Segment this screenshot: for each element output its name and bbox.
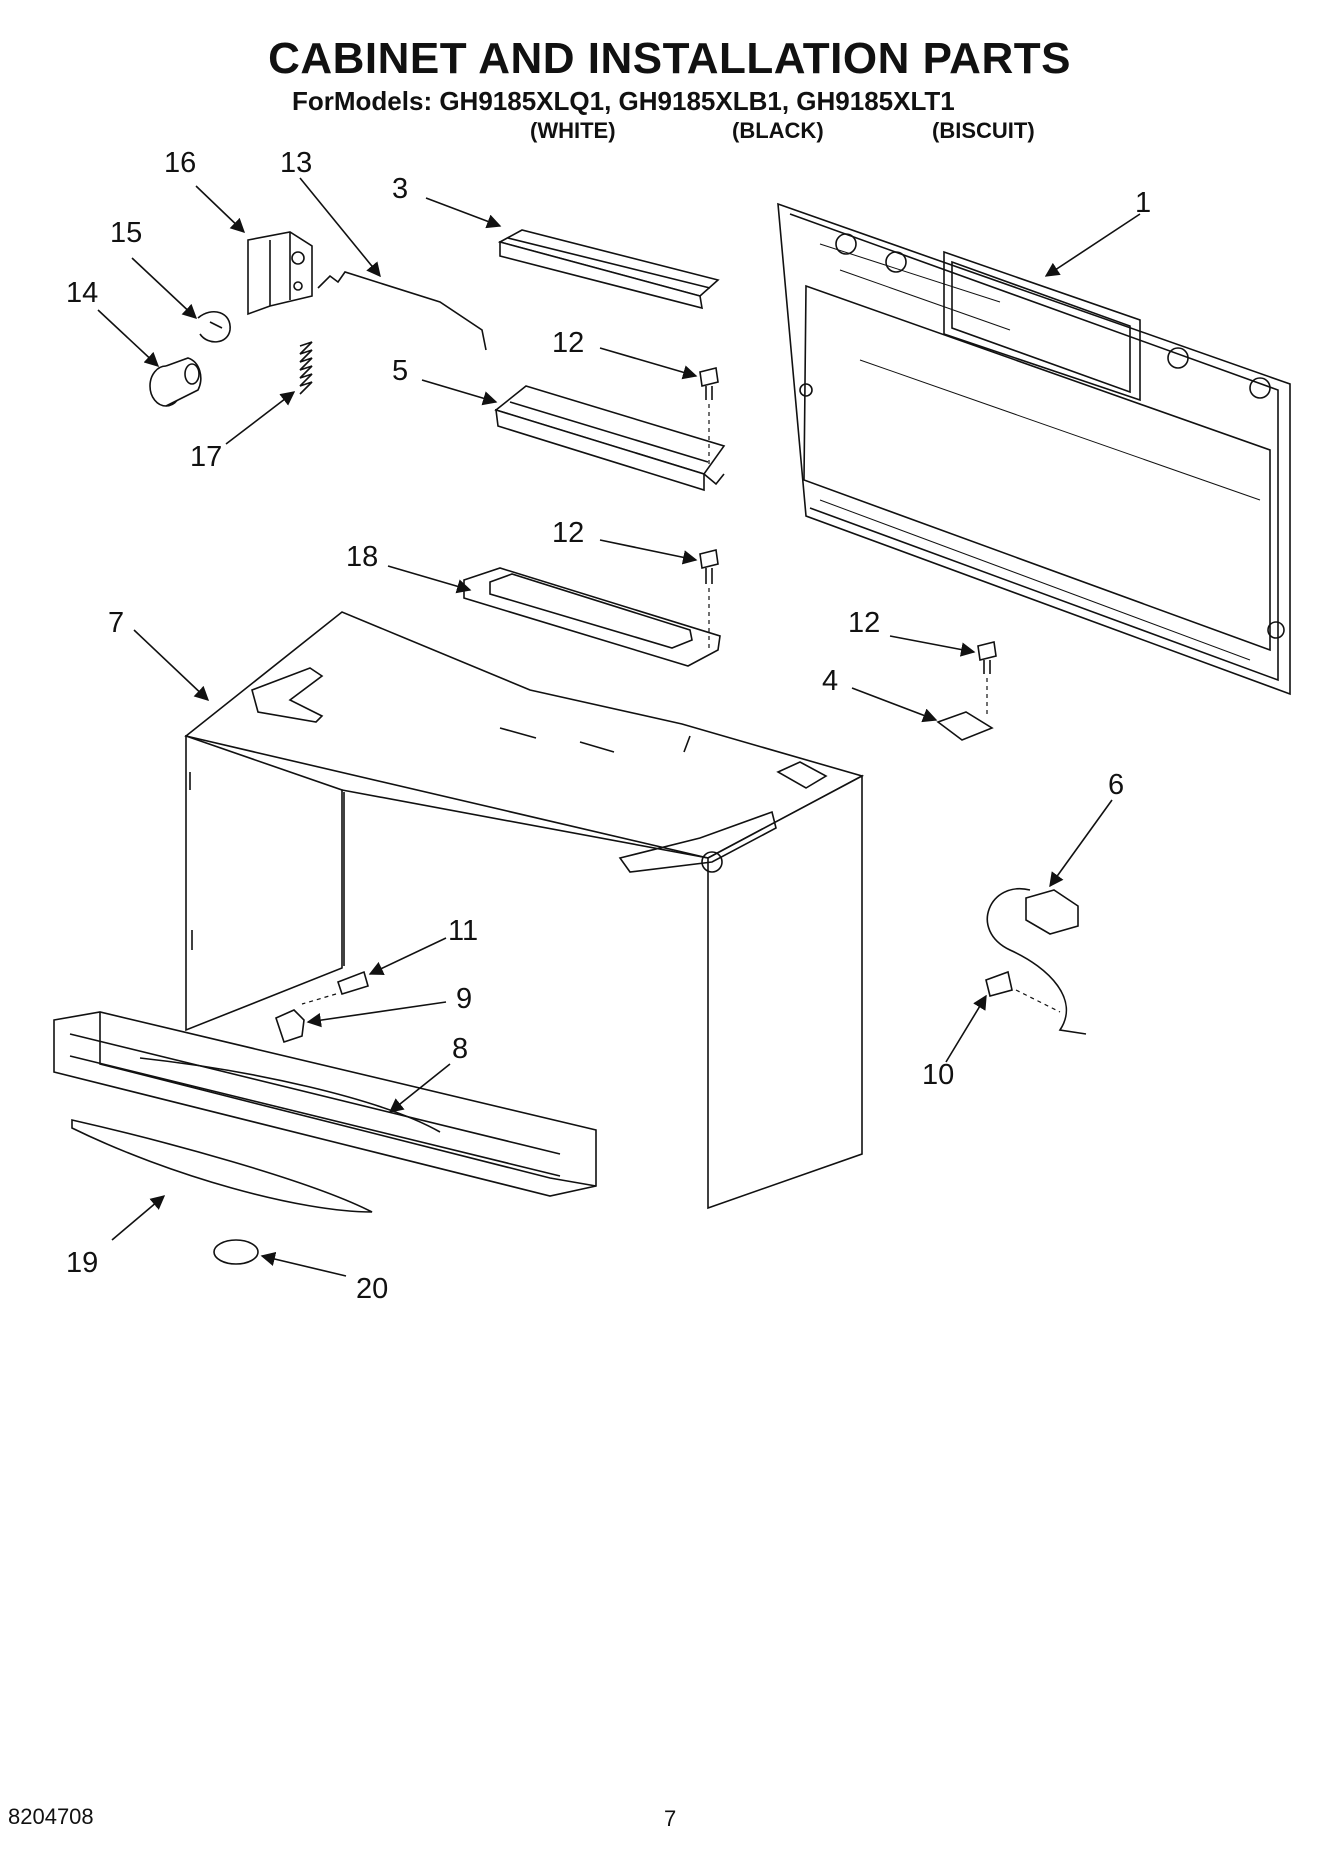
callout-6: 6 bbox=[1108, 769, 1124, 801]
part-3-rail bbox=[497, 229, 720, 310]
part-9-clip bbox=[275, 1009, 305, 1044]
callout-12-c: 12 bbox=[848, 607, 880, 639]
callout-8: 8 bbox=[452, 1033, 468, 1065]
part-13-wire-rod bbox=[317, 271, 487, 351]
callout-12-a: 12 bbox=[552, 327, 584, 359]
part-12-screw-right bbox=[977, 641, 997, 718]
callout-14: 14 bbox=[66, 277, 98, 309]
callout-5: 5 bbox=[392, 355, 408, 387]
callout-9: 9 bbox=[456, 983, 472, 1015]
part-17-spring bbox=[299, 341, 313, 395]
callout-15: 15 bbox=[110, 217, 142, 249]
part-8-vent-grille bbox=[53, 1011, 597, 1197]
callout-12-b: 12 bbox=[552, 517, 584, 549]
part-18-gasket bbox=[463, 567, 721, 667]
color-label-white: (WHITE) bbox=[530, 118, 616, 143]
callout-4: 4 bbox=[822, 665, 838, 697]
part-15-clip bbox=[197, 310, 231, 343]
part-12-screw-middle bbox=[699, 549, 719, 650]
document-number: 8204708 bbox=[8, 1804, 94, 1829]
callout-17: 17 bbox=[190, 441, 222, 473]
part-16-hinge-bracket bbox=[247, 231, 313, 316]
callout-13: 13 bbox=[280, 147, 312, 179]
part-6-switch bbox=[986, 887, 1087, 1035]
part-4-plate bbox=[936, 711, 994, 741]
part-20-badge bbox=[213, 1239, 259, 1265]
model-list: ForModels: GH9185XLQ1, GH9185XLB1, GH918… bbox=[292, 86, 955, 116]
part-7-cabinet bbox=[184, 611, 865, 1210]
part-12-screw-upper bbox=[699, 367, 719, 466]
leader-arrows bbox=[97, 177, 1141, 1277]
page-title: CABINET AND INSTALLATION PARTS bbox=[268, 34, 1071, 83]
part-10-screw bbox=[985, 970, 1061, 1013]
part-19-wave-overlay bbox=[71, 1118, 373, 1213]
callout-10: 10 bbox=[922, 1059, 954, 1091]
part-1-mounting-plate bbox=[777, 202, 1291, 696]
callout-1: 1 bbox=[1135, 187, 1151, 219]
callout-11: 11 bbox=[448, 915, 478, 947]
part-11-screw bbox=[301, 970, 369, 1005]
callout-7: 7 bbox=[108, 607, 124, 639]
color-label-biscuit: (BISCUIT) bbox=[932, 118, 1035, 143]
callout-3: 3 bbox=[392, 173, 408, 205]
callout-18: 18 bbox=[346, 541, 378, 573]
callout-16: 16 bbox=[164, 147, 196, 179]
callout-20: 20 bbox=[356, 1273, 388, 1305]
callout-19: 19 bbox=[66, 1247, 98, 1279]
page-number: 7 bbox=[664, 1806, 677, 1831]
part-5-tray bbox=[494, 385, 726, 492]
part-14-knob bbox=[149, 357, 202, 407]
color-label-black: (BLACK) bbox=[732, 118, 824, 143]
